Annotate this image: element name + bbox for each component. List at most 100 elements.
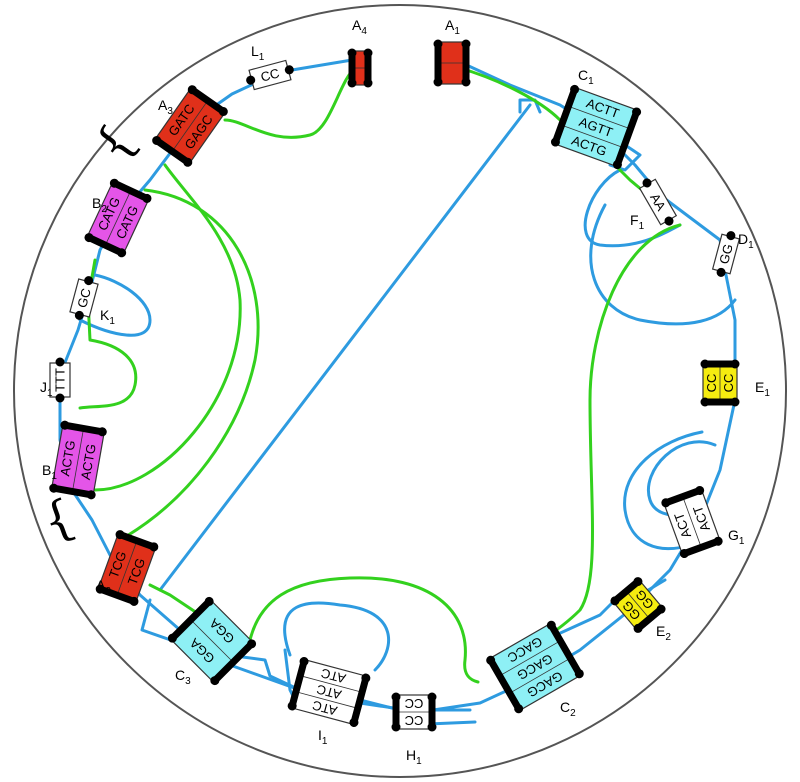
block-label-a3: A3 (158, 97, 173, 117)
block-divider (105, 191, 131, 245)
junction-dot (74, 310, 84, 320)
block-h1: CC CC (391, 692, 437, 732)
junction-dot (55, 393, 65, 403)
blue-wire-left-loop (78, 273, 152, 337)
junction-dot (726, 231, 736, 241)
block-label-letter: I (318, 727, 322, 743)
block-h1-sequence: CC (405, 713, 424, 728)
green-wire-a3-b1 (93, 163, 242, 492)
green-wire-c3-c2 (248, 576, 480, 684)
block-divider (117, 541, 137, 595)
block-label-i1: I1 (318, 727, 328, 747)
block-connector-bar (188, 86, 227, 116)
block-connector-bar (611, 578, 642, 605)
block-label-letter: A (96, 577, 106, 593)
junction-dot (95, 584, 105, 594)
block-divider (296, 691, 357, 709)
block-connector-bar (680, 537, 722, 558)
block-i1-sequence: ATC (319, 665, 347, 686)
block-label-subscript: 3 (185, 676, 191, 687)
block-a1 (433, 39, 471, 87)
block-label-letter: J (40, 379, 47, 395)
junction-dot (570, 84, 580, 94)
block-connector-bar (110, 179, 151, 202)
block-label-subscript: 1 (259, 52, 265, 63)
junction-dot (183, 157, 193, 167)
junction-dot (247, 639, 257, 649)
green-wiring (78, 66, 682, 684)
block-label-letter: B (92, 195, 101, 211)
block-connector-bar (662, 486, 704, 507)
junction-dot (664, 216, 674, 226)
block-divider (682, 497, 702, 547)
junction-dot (109, 178, 119, 188)
junction-dot (117, 248, 127, 258)
block-label-letter: K (100, 307, 110, 323)
junction-dot (363, 78, 373, 88)
block-j1: TTT (49, 357, 71, 403)
block-label-f1: F1 (630, 212, 645, 232)
block-connector-bar (61, 421, 106, 436)
green-wire-a2-c3 (148, 583, 202, 617)
junction-dot (713, 536, 723, 546)
block-e1-sequence: CC (704, 374, 719, 393)
block-l1: CC (246, 59, 294, 91)
block-label-a1: A1 (445, 17, 460, 37)
junction-dot (391, 692, 401, 702)
block-divider (562, 125, 623, 148)
block-l1-sequence: CC (259, 65, 281, 84)
block-divider (626, 591, 650, 619)
junction-dot (461, 77, 471, 87)
block-connector-bar (153, 136, 192, 166)
block-h1-sequence: CC (405, 696, 424, 711)
block-label-letter: A (352, 17, 362, 33)
junction-dot (115, 530, 125, 540)
block-connector-bar (96, 585, 138, 605)
block-connector-bar (487, 656, 523, 713)
block-label-e2: E2 (656, 623, 671, 643)
blue-wire-bottom-inner-2 (283, 601, 391, 672)
block-label-subscript: 1 (764, 388, 770, 399)
junction-dot (187, 85, 197, 95)
block-label-g1: G1 (728, 527, 745, 547)
junction-dot (679, 549, 689, 559)
junction-dot (642, 178, 652, 188)
junction-dot (284, 65, 294, 75)
block-b1-sequence: ACTG (57, 439, 78, 477)
block-label-l1: L1 (251, 43, 265, 63)
junction-dot (546, 620, 556, 630)
junction-dot (427, 722, 437, 732)
block-connector-bar (634, 605, 665, 632)
block-label-subscript: 1 (454, 26, 460, 37)
junction-dot (49, 483, 59, 493)
block-e1-sequence: CC (721, 374, 736, 393)
block-label-letter: G (728, 527, 739, 543)
junction-dot (299, 657, 309, 667)
block-label-subscript: 1 (588, 76, 594, 87)
block-k1-sequence: GC (74, 287, 94, 310)
junction-dot (55, 357, 65, 367)
junction-dot (612, 160, 622, 170)
block-divider (191, 620, 233, 662)
outer-disk (13, 4, 787, 778)
block-label-subscript: 2 (570, 708, 576, 719)
junction-dot (695, 485, 705, 495)
junction-dot (700, 359, 710, 369)
block-connector-bar (288, 658, 308, 710)
block-label-c2: C2 (560, 699, 576, 719)
green-wire-a4-a3 (223, 66, 357, 139)
block-label-subscript: 2 (665, 632, 671, 643)
block-connector-bar (613, 108, 641, 169)
block-label-subscript: 2 (101, 204, 107, 215)
block-divider (301, 675, 362, 693)
block-divider (172, 101, 208, 151)
junction-dot (550, 137, 560, 147)
block-f1: AA (638, 178, 678, 226)
block-label-a4: A4 (352, 17, 367, 37)
junction-dot (149, 542, 159, 552)
